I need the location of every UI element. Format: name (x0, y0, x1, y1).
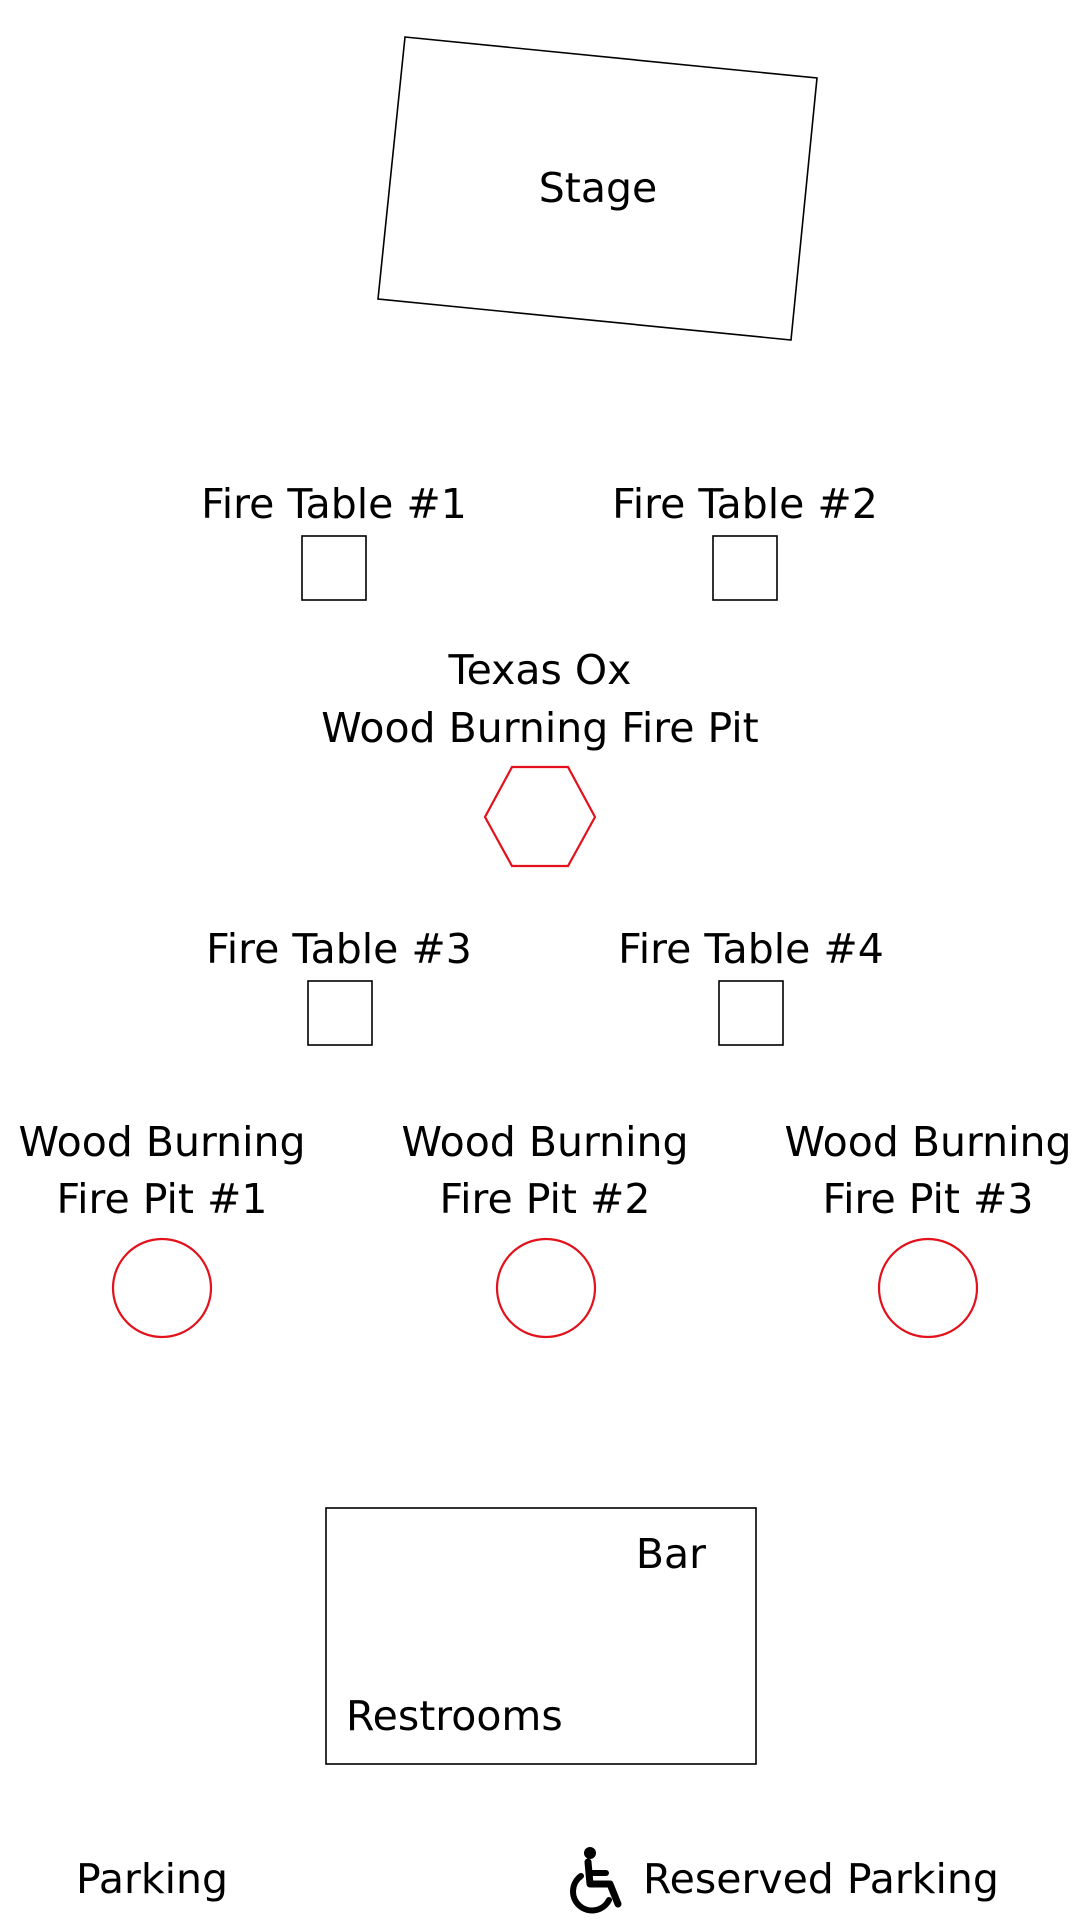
texas-ox-fire-pit: Texas Ox Wood Burning Fire Pit (321, 646, 759, 868)
parking: Parking (76, 1855, 228, 1903)
fire-pit-2-label-line1: Wood Burning (402, 1118, 689, 1166)
texas-ox-label-line1: Texas Ox (448, 646, 632, 694)
fire-table-4-label: Fire Table #4 (618, 925, 884, 973)
fire-table-2-label: Fire Table #2 (612, 480, 878, 528)
fire-table-3-square (307, 980, 373, 1046)
fire-table-2: Fire Table #2 (612, 480, 878, 601)
fire-table-3-label: Fire Table #3 (206, 925, 472, 973)
texas-ox-hexagon (483, 765, 597, 868)
fire-table-4: Fire Table #4 (618, 925, 884, 1046)
fire-table-4-square (718, 980, 784, 1046)
fire-table-3: Fire Table #3 (206, 925, 472, 1046)
wood-burning-fire-pit-1: Wood Burning Fire Pit #1 (19, 1118, 306, 1339)
texas-ox-label-line2: Wood Burning Fire Pit (321, 704, 759, 752)
wheelchair-accessible-icon (570, 1847, 622, 1914)
fire-pit-2-circle (495, 1237, 597, 1339)
reserved-parking: Reserved Parking (570, 1847, 999, 1914)
restrooms-label: Restrooms (346, 1692, 563, 1740)
fire-table-1-square (301, 535, 367, 601)
stage: Stage (377, 36, 818, 341)
fire-pit-3-label-line2: Fire Pit #3 (823, 1175, 1034, 1223)
stage-outline (377, 36, 818, 341)
fire-pit-3-circle (877, 1237, 979, 1339)
bar-restrooms-building: Bar Restrooms (325, 1507, 757, 1765)
fire-pit-3-label-line1: Wood Burning (785, 1118, 1072, 1166)
fire-pit-1-label-line1: Wood Burning (19, 1118, 306, 1166)
fire-table-2-square (712, 535, 778, 601)
reserved-parking-label: Reserved Parking (643, 1855, 999, 1903)
fire-pit-1-label-line2: Fire Pit #1 (57, 1175, 268, 1223)
wood-burning-fire-pit-3: Wood Burning Fire Pit #3 (785, 1118, 1072, 1339)
stage-label: Stage (539, 164, 657, 212)
bar-label: Bar (636, 1530, 706, 1578)
wood-burning-fire-pit-2: Wood Burning Fire Pit #2 (402, 1118, 689, 1339)
fire-table-1: Fire Table #1 (201, 480, 467, 601)
bar-restrooms-outline (325, 1507, 757, 1765)
parking-label: Parking (76, 1855, 228, 1903)
fire-table-1-label: Fire Table #1 (201, 480, 467, 528)
fire-pit-2-label-line2: Fire Pit #2 (440, 1175, 651, 1223)
fire-pit-1-circle (111, 1237, 213, 1339)
